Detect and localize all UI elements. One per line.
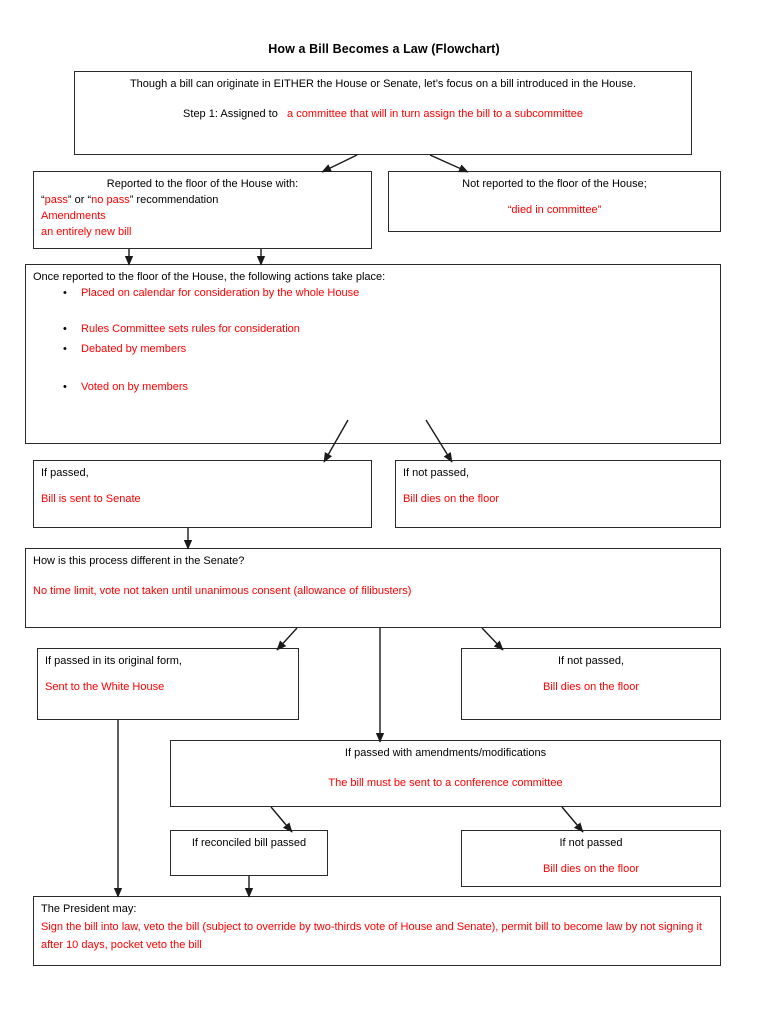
president-body: Sign the bill into law, veto the bill (s… bbox=[41, 920, 702, 952]
box-president-options: The President may: Sign the bill into la… bbox=[33, 896, 721, 966]
reported-new-bill: an entirely new bill bbox=[41, 225, 132, 238]
amended-heading: If passed with amendments/modifications bbox=[344, 747, 547, 759]
box-floor-actions: Once reported to the floor of the House,… bbox=[25, 264, 721, 444]
senate-original-heading: If passed in its original form, bbox=[45, 655, 182, 667]
box-house-passed: If passed, Bill is sent to Senate bbox=[33, 460, 372, 528]
arrow-senate-to-original bbox=[276, 627, 298, 651]
box-house-not-passed: If not passed, Bill dies on the floor bbox=[395, 460, 721, 528]
house-passed-body: Bill is sent to Senate bbox=[41, 492, 141, 505]
quote-close-2: ” bbox=[129, 193, 134, 206]
reported-recommendation-line: “pass” or “no pass” recommendation bbox=[41, 193, 364, 209]
actions-heading: Once reported to the floor of the House,… bbox=[33, 271, 386, 283]
box-senate-process: How is this process different in the Sen… bbox=[25, 548, 721, 628]
arrow-intro-to-not-reported bbox=[429, 154, 469, 173]
reconciled-not-passed-heading: If not passed bbox=[559, 837, 623, 849]
reported-heading: Reported to the floor of the House with: bbox=[106, 178, 299, 190]
house-not-passed-heading: If not passed, bbox=[403, 467, 470, 479]
reported-or: or bbox=[71, 193, 88, 206]
quote-close-1: ” bbox=[67, 193, 72, 206]
box-passed-with-amendments: If passed with amendments/modifications … bbox=[170, 740, 721, 807]
box-reconciled-passed: If reconciled bill passed bbox=[170, 830, 328, 876]
box-reconciled-not-passed: If not passed Bill dies on the floor bbox=[461, 830, 721, 887]
arrow-amended-to-reconciled-passed bbox=[270, 806, 293, 833]
senate-not-passed-heading: If not passed, bbox=[557, 655, 625, 667]
box-reported-to-floor: Reported to the floor of the House with:… bbox=[33, 171, 372, 249]
box-intro: Though a bill can originate in EITHER th… bbox=[74, 71, 692, 155]
senate-heading: How is this process different in the Sen… bbox=[33, 555, 245, 567]
reported-pass: pass bbox=[44, 193, 68, 206]
reported-recommendation: recommendation bbox=[133, 193, 219, 206]
amended-body: The bill must be sent to a conference co… bbox=[328, 776, 563, 789]
house-not-passed-body: Bill dies on the floor bbox=[403, 492, 499, 505]
page-title: How a Bill Becomes a Law (Flowchart) bbox=[268, 42, 500, 56]
list-item: Placed on calendar for consideration by … bbox=[63, 286, 713, 302]
reported-no-pass: no pass bbox=[91, 193, 130, 206]
list-item: Debated by members bbox=[63, 342, 713, 358]
not-reported-heading: Not reported to the floor of the House; bbox=[462, 178, 647, 190]
actions-bullet-list: Placed on calendar for consideration by … bbox=[33, 286, 713, 396]
reported-amendments: Amendments bbox=[41, 209, 106, 222]
senate-not-passed-body: Bill dies on the floor bbox=[543, 680, 639, 693]
senate-body: No time limit, vote not taken until unan… bbox=[33, 584, 412, 597]
reconciled-not-passed-body: Bill dies on the floor bbox=[543, 862, 639, 875]
president-heading: The President may: bbox=[41, 903, 137, 915]
arrow-senate-to-not-passed bbox=[481, 627, 504, 651]
box-not-reported: Not reported to the floor of the House; … bbox=[388, 171, 721, 232]
intro-step-value: a committee that will in turn assign the… bbox=[287, 107, 583, 120]
box-senate-not-passed: If not passed, Bill dies on the floor bbox=[461, 648, 721, 720]
arrow-amended-to-reconciled-not-passed bbox=[561, 806, 584, 833]
house-passed-heading: If passed, bbox=[41, 467, 89, 479]
intro-step-label: Step 1: Assigned to bbox=[183, 107, 278, 120]
senate-original-body: Sent to the White House bbox=[45, 680, 165, 693]
not-reported-died: “died in committee” bbox=[507, 203, 602, 216]
list-item: Rules Committee sets rules for considera… bbox=[63, 322, 713, 338]
reconciled-passed-heading: If reconciled bill passed bbox=[191, 837, 307, 849]
intro-line1: Though a bill can originate in EITHER th… bbox=[129, 78, 637, 90]
quote-open-2: “ bbox=[87, 193, 92, 206]
quote-open-1: “ bbox=[41, 193, 45, 206]
box-senate-passed-original: If passed in its original form, Sent to … bbox=[37, 648, 299, 720]
arrow-intro-to-reported bbox=[321, 154, 358, 173]
intro-step: Step 1: Assigned to a committee that wil… bbox=[82, 107, 684, 123]
list-item: Voted on by members bbox=[63, 380, 713, 396]
